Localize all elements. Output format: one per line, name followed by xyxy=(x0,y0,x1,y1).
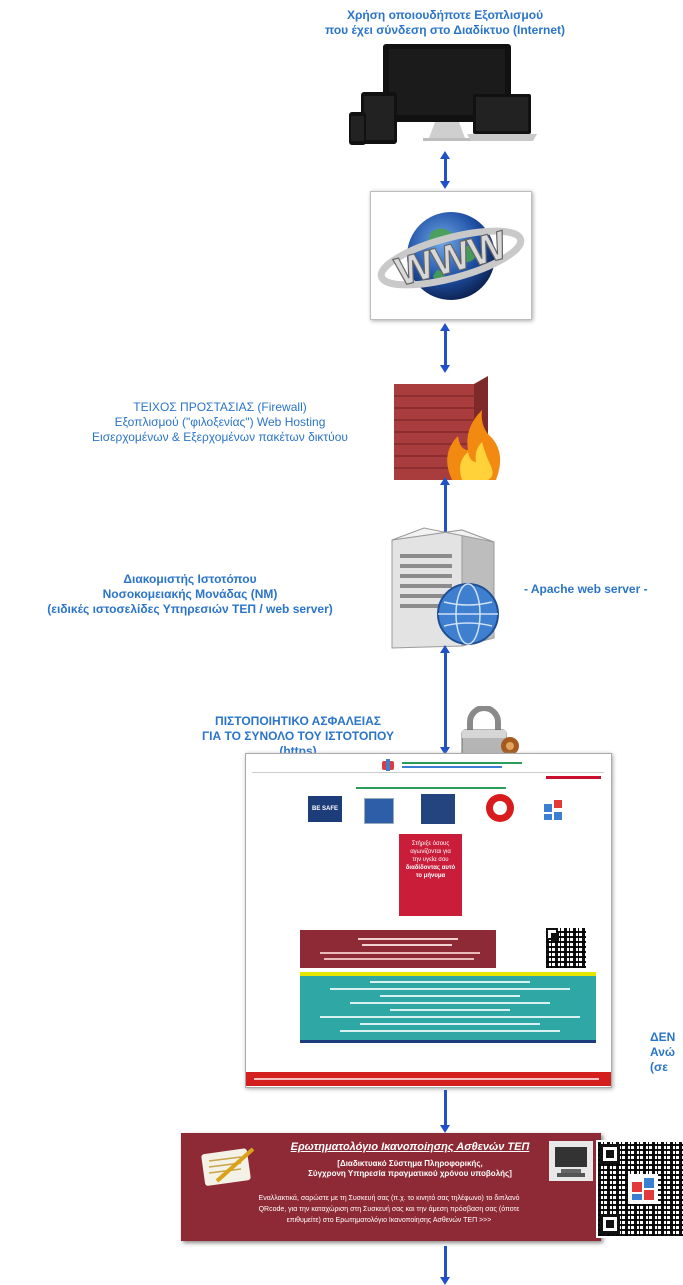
badge-3 xyxy=(421,794,455,824)
questionnaire-subtitle-line1: [Διαδικτυακό Σύστημα Πληροφορικής, xyxy=(337,1159,483,1168)
firewall-caption-line1: ΤΕΙΧΟΣ ΠΡΟΣΤΑΣΙΑΣ (Firewall) xyxy=(133,400,307,414)
badge-5-logo-icon xyxy=(544,800,562,820)
side-note-line2: Ανώ xyxy=(650,1045,676,1059)
support-line1: Στήριξε όσους xyxy=(411,841,450,847)
yellow-bar xyxy=(300,972,596,976)
side-note-line1: ΔΕΝ xyxy=(650,1030,676,1044)
website-screenshot: BE SAFE Στήριξε όσους αγωνίζονται για τη… xyxy=(245,753,612,1088)
connector-arrow-6 xyxy=(440,1246,450,1285)
certificate-caption-line1: ΠΙΣΤΟΠΟΙΗΤΙΚΟ ΑΣΦΑΛΕΙΑΣ xyxy=(215,714,381,728)
questionnaire-qr-code[interactable] xyxy=(596,1140,683,1238)
connector-arrow-4 xyxy=(440,645,450,755)
side-note: ΔΕΝ Ανώ (σε xyxy=(650,1030,683,1075)
firewall-caption-line3: Εισερχομένων & Εξερχομένων πακέτων δικτύ… xyxy=(92,430,348,444)
firewall-caption-line2: Εξοπλισμού ("φιλοξενίας") Web Hosting xyxy=(114,415,326,429)
qr-pattern xyxy=(598,1142,683,1236)
questionnaire-body-line1: Εναλλακτικά, σαρώστε με τη Συσκευή σας (… xyxy=(258,1195,520,1202)
questionnaire-body: Εναλλακτικά, σαρώστε με τη Συσκευή σας (… xyxy=(187,1193,591,1226)
support-line4: διαδίδοντας αυτό xyxy=(405,865,456,871)
connector-arrow-2 xyxy=(440,323,450,373)
devices-illustration xyxy=(349,44,537,145)
firewall-icon xyxy=(394,376,501,480)
devices-caption: Χρήση οποιουδήποτε Εξοπλισμού που έχει σ… xyxy=(290,8,600,38)
computer-icon xyxy=(549,1141,593,1181)
mini-questionnaire-banner xyxy=(300,930,496,968)
badge-2 xyxy=(364,798,394,824)
connector-arrow-1 xyxy=(440,151,450,189)
website-subtitle-bar xyxy=(356,787,506,789)
questionnaire-banner: Ερωτηματολόγιο Ικανοποίησης Ασθενών ΤΕΠ … xyxy=(181,1133,601,1241)
questionnaire-title: Ερωτηματολόγιο Ικανοποίησης Ασθενών ΤΕΠ xyxy=(290,1141,530,1153)
website-language-link xyxy=(546,776,601,779)
certificate-caption: ΠΙΣΤΟΠΟΙΗΤΙΚΟ ΑΣΦΑΛΕΙΑΣ ΓΙΑ ΤΟ ΣΥΝΟΛΟ ΤΟ… xyxy=(168,714,428,759)
support-line5: το μήνυμα xyxy=(415,873,446,879)
hospital-logo-icon xyxy=(382,759,394,771)
support-line3: την υγεία σου xyxy=(412,857,449,863)
server-caption-line1: Διακομιστής Ιστοτόπου xyxy=(123,572,257,586)
server-caption-line3: (ειδικές ιστοσελίδες Υπηρεσιών ΤΕΠ / web… xyxy=(47,602,333,616)
website-footer-ticker xyxy=(246,1072,611,1086)
questionnaire-body-line2: QRcode, για την καταχώριση στη Συσκευή σ… xyxy=(258,1206,520,1213)
server-caption-line2: Νοσοκομειακής Μονάδας (ΝΜ) xyxy=(102,587,278,601)
questionnaire-subtitle: [Διαδικτυακό Σύστημα Πληροφορικής, Σύγχρ… xyxy=(279,1159,541,1179)
web-server-icon xyxy=(391,527,499,649)
be-safe-badge: BE SAFE xyxy=(308,796,342,822)
apache-label: - Apache web server - xyxy=(524,582,648,596)
firewall-caption: ΤΕΙΧΟΣ ΠΡΟΣΤΑΣΙΑΣ (Firewall) Εξοπλισμού … xyxy=(50,400,390,445)
support-message-box: Στήριξε όσους αγωνίζονται για την υγεία … xyxy=(399,834,462,916)
connector-arrow-5 xyxy=(440,1090,450,1133)
certificate-caption-line2: ΓΙΑ ΤΟ ΣΥΝΟΛΟ ΤΟΥ ΙΣΤΟΤΟΠΟΥ xyxy=(201,729,395,743)
server-caption: Διακομιστής Ιστοτόπου Νοσοκομειακής Μονά… xyxy=(5,572,375,617)
qr-center-logo-icon xyxy=(628,1174,658,1204)
mini-qr-code xyxy=(546,928,586,968)
questionnaire-subtitle-line2: Σύγχρονη Υπηρεσία πραγματικού χρόνου υπο… xyxy=(308,1169,512,1178)
www-globe-frame: WWW xyxy=(370,191,532,320)
website-header xyxy=(252,758,604,773)
pen-and-paper-icon xyxy=(201,1147,255,1186)
badge-4 xyxy=(486,794,514,822)
teal-links-panel xyxy=(300,976,596,1040)
questionnaire-body-line3: επιθυμείτε) στο Ερωτηματολόγιο Ικανοποίη… xyxy=(286,1217,492,1224)
navy-bar xyxy=(300,1040,596,1043)
support-line2: αγωνίζονται για xyxy=(410,849,451,855)
www-globe-icon: WWW xyxy=(377,212,525,300)
side-note-line3: (σε xyxy=(650,1060,668,1074)
devices-caption-line1: Χρήση οποιουδήποτε Εξοπλισμού xyxy=(346,8,544,22)
devices-caption-line2: που έχει σύνδεση στο Διαδίκτυο (Internet… xyxy=(325,23,565,37)
